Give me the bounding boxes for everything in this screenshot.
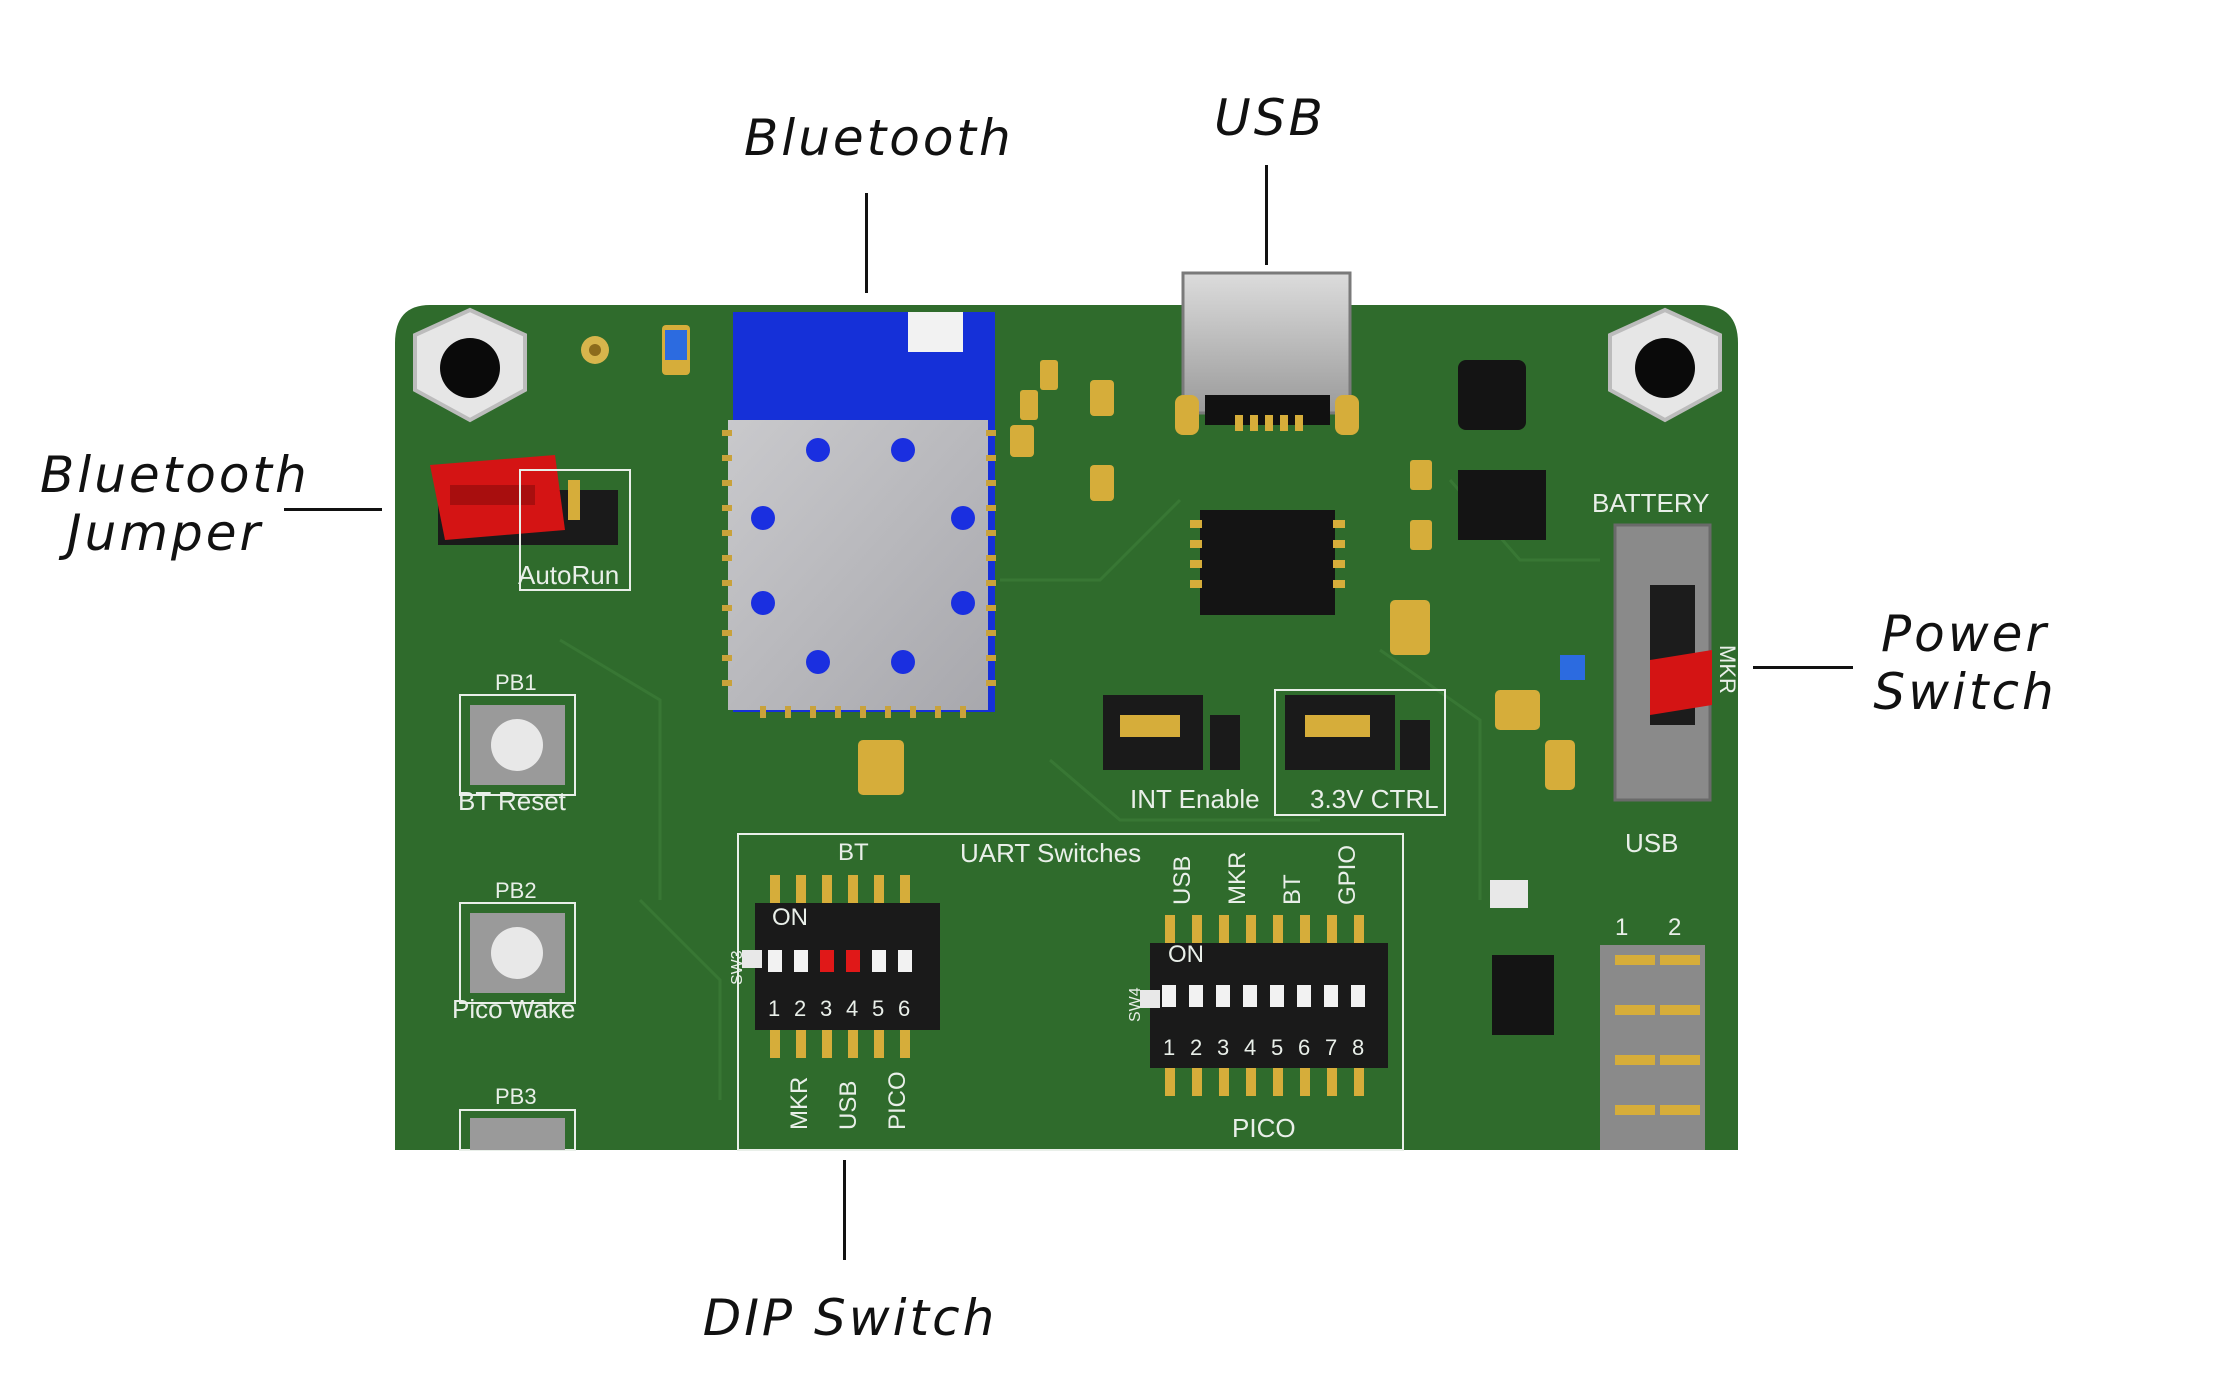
ic-chip-small bbox=[1492, 955, 1554, 1035]
int-enable-jumper bbox=[1103, 695, 1240, 770]
sw4-top-label-0: USB bbox=[1169, 856, 1196, 905]
usb-connector bbox=[1175, 271, 1359, 435]
mounting-hole-left bbox=[413, 307, 527, 423]
sw4-number-3: 4 bbox=[1244, 1035, 1256, 1060]
leader-line-dip-switch bbox=[843, 1160, 846, 1260]
pb3-label: PB3 bbox=[495, 1084, 537, 1109]
usb-power-label: USB bbox=[1625, 828, 1678, 858]
sw3-label: SW3 bbox=[729, 950, 746, 985]
ic-chip-usb-bridge bbox=[1190, 510, 1345, 615]
sw4-top-label-2: BT bbox=[1279, 874, 1306, 905]
sw3-bottom-labels: MKR USB PICO bbox=[786, 1071, 911, 1130]
header-pin-1-label: 1 bbox=[1615, 914, 1628, 941]
dip-switch-sw3 bbox=[742, 875, 940, 1058]
sw4-top-label-1: MKR bbox=[1224, 852, 1251, 905]
sw4-number-1: 2 bbox=[1190, 1035, 1202, 1060]
inductor bbox=[1458, 360, 1526, 430]
bluetooth-jumper bbox=[430, 455, 631, 591]
sw4-number-4: 5 bbox=[1271, 1035, 1283, 1060]
sw3-bottom-label-1: USB bbox=[835, 1081, 862, 1130]
resistor bbox=[1490, 880, 1528, 908]
uart-switches-area bbox=[737, 833, 1404, 1151]
sw3-number-1: 2 bbox=[794, 996, 806, 1021]
sw3-number-4: 5 bbox=[872, 996, 884, 1021]
sw4-number-6: 7 bbox=[1325, 1035, 1337, 1060]
bluetooth-module bbox=[722, 312, 996, 718]
pin-header bbox=[1600, 945, 1705, 1150]
sw3-number-0: 1 bbox=[768, 996, 780, 1021]
sw4-number-2: 3 bbox=[1217, 1035, 1229, 1060]
leader-line-bluetooth bbox=[865, 193, 868, 293]
sw3-bottom-label-2: PICO bbox=[884, 1071, 911, 1130]
callout-usb: USB bbox=[1214, 89, 1326, 147]
sw3-on-label: ON bbox=[772, 904, 808, 931]
pb1-label: PB1 bbox=[495, 670, 537, 695]
sw4-number-0: 1 bbox=[1163, 1035, 1175, 1060]
sw4-top-label-3: GPIO bbox=[1334, 845, 1361, 905]
leader-line-bluetooth-jumper bbox=[284, 508, 382, 511]
bt-label: BT bbox=[838, 839, 869, 866]
pb2-label: PB2 bbox=[495, 878, 537, 903]
leader-line-usb bbox=[1265, 165, 1268, 265]
pushbutton-pb1 bbox=[459, 694, 576, 796]
autorun-label: AutoRun bbox=[518, 560, 619, 590]
pico-wake-label: Pico Wake bbox=[452, 994, 575, 1024]
sw3-number-5: 6 bbox=[898, 996, 910, 1021]
callout-dip-switch: DIP Switch bbox=[702, 1289, 998, 1347]
ic-chip-regulator bbox=[1458, 470, 1546, 540]
sw4-top-labels: USB MKR BT GPIO bbox=[1169, 845, 1361, 905]
pushbutton-pb2 bbox=[459, 902, 576, 1004]
v33-ctrl-jumper bbox=[1285, 695, 1430, 770]
callout-bluetooth: Bluetooth bbox=[744, 109, 1014, 167]
sw4-on-label: ON bbox=[1168, 941, 1204, 968]
power-switch bbox=[1613, 523, 1712, 802]
int-enable-label: INT Enable bbox=[1130, 784, 1260, 814]
pushbutton-pb3 bbox=[459, 1109, 576, 1151]
battery-label: BATTERY bbox=[1592, 488, 1710, 518]
callout-power-switch: Power Switch bbox=[1873, 605, 2057, 721]
pico-label: PICO bbox=[1232, 1113, 1296, 1143]
uart-switches-label: UART Switches bbox=[960, 838, 1141, 868]
v33-ctrl-label: 3.3V CTRL bbox=[1310, 784, 1439, 814]
mkr-side-label: MKR bbox=[1715, 645, 1740, 694]
callout-bluetooth-jumper: Bluetooth Jumper bbox=[40, 446, 310, 562]
header-pin-2-label: 2 bbox=[1668, 914, 1681, 941]
sw4-number-7: 8 bbox=[1352, 1035, 1364, 1060]
sw3-bottom-label-0: MKR bbox=[786, 1077, 813, 1130]
sw3-number-2: 3 bbox=[820, 996, 832, 1021]
dip-switch-sw4 bbox=[1140, 915, 1388, 1096]
sw4-label: SW4 bbox=[1127, 987, 1144, 1022]
sw3-number-3: 4 bbox=[846, 996, 858, 1021]
sw4-number-5: 6 bbox=[1298, 1035, 1310, 1060]
mounting-hole-right bbox=[1608, 307, 1722, 423]
bt-reset-label: BT Reset bbox=[458, 786, 567, 816]
leader-line-power-switch bbox=[1753, 666, 1853, 669]
